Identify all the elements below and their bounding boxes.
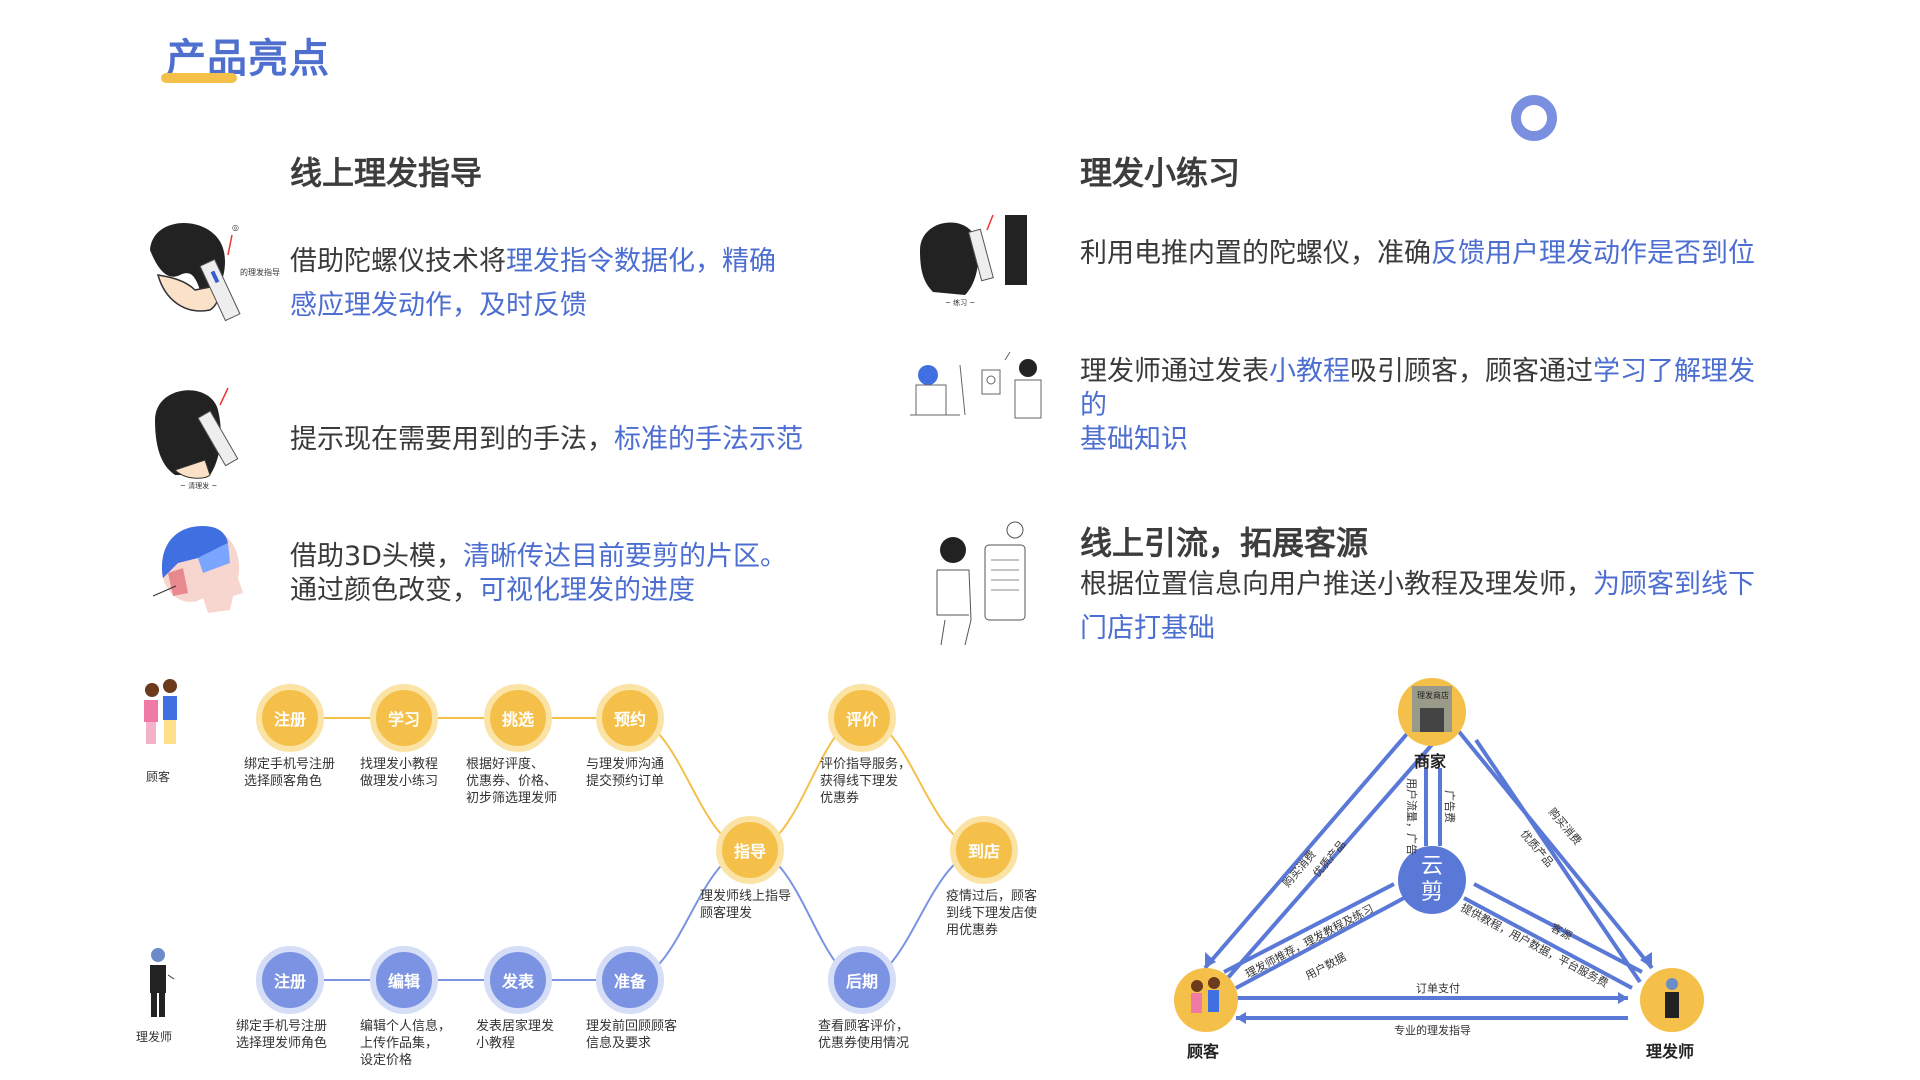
flow-node-register-customer: 注册: [256, 684, 324, 752]
feature-3d-highlight-2: 可视化理发的进度: [479, 575, 695, 606]
traffic-pre: 根据位置信息向用户推送小教程及理发师，: [1080, 569, 1593, 600]
flow-desc-learn: 找理发小教程 做理发小练习: [360, 757, 439, 789]
edge-label-cm-b: 广告费: [1443, 790, 1456, 823]
flow-node-edit: 编辑: [370, 946, 438, 1014]
customer-role-icon: [144, 679, 177, 744]
feature-technique-text: 提示现在需要用到的手法，标准的手法示范: [290, 418, 803, 462]
flow-desc-visit: 疫情过后，顾客 到线下理发店使 用优惠券: [946, 889, 1038, 938]
tutorial-attract-text: 理发师通过发表小教程吸引顾客，顾客通过学习了解理发 的 基础知识: [1080, 355, 1755, 457]
flow-desc-publish: 发表居家理发 小教程: [476, 1019, 555, 1051]
tutorial-pre: 理发师通过发表: [1080, 356, 1269, 387]
edge-label-mb-out: 购买消费: [1546, 805, 1585, 848]
practice-feedback-text: 利用电推内置的陀螺仪，准确反馈用户理发动作是否到位: [1080, 232, 1755, 276]
flow-desc-review: 评价指导服务， 获得线下理发 优惠券: [820, 757, 912, 806]
flow-desc-register-customer: 绑定手机号注册 选择顾客角色: [244, 757, 336, 789]
flow-desc-edit: 编辑个人信息， 上传作品集， 设定价格: [360, 1019, 452, 1068]
edge-label-cb-b: 客源: [1549, 920, 1575, 943]
flow-node-guide: 指导: [716, 816, 784, 884]
feature-gyro-pre: 借助陀螺仪技术将: [290, 246, 506, 277]
flow-node-choose: 挑选: [484, 684, 552, 752]
flow-desc-book: 与理发师沟通 提交预约订单: [586, 757, 665, 789]
edge-label-cc-b: 用户数据: [1303, 950, 1348, 983]
feature-technique-highlight: 标准的手法示范: [614, 424, 803, 455]
phone-user-illustration-icon: [936, 521, 1026, 646]
flow-desc-guide: 理发师线上指导 顾客理发: [700, 889, 792, 921]
flow-desc-prepare: 理发前回顾顾客 信息及要求: [586, 1019, 678, 1051]
tutorial-line-2: 的: [1080, 390, 1107, 421]
barber-role-icon: [150, 948, 175, 1017]
flow-desc-register-barber: 绑定手机号注册 选择理发师角色: [236, 1019, 328, 1051]
practice-feedback-highlight: 反馈用户理发动作是否到位: [1431, 238, 1755, 269]
feature-technique-pre: 提示现在需要用到的手法，: [290, 424, 614, 455]
title-underline: [161, 73, 237, 83]
feature-3d-head-text: 借助3D头模，清晰传达目前要剪的片区。 通过颜色改变，可视化理发的进度: [290, 540, 787, 608]
flow-node-book: 预约: [596, 684, 664, 752]
flow-node-followup: 后期: [828, 946, 896, 1014]
ring-decoration-icon: [1511, 95, 1557, 141]
tutorial-mid: 吸引顾客，顾客通过: [1350, 356, 1593, 387]
feature-3d-pre-2: 通过颜色改变，: [290, 575, 479, 606]
traffic-heading: 线上引流，拓展客源: [1080, 524, 1369, 562]
svg-text:理发练习: 理发练习: [1028, 240, 1036, 264]
customer-label: 顾客: [1187, 1042, 1220, 1061]
edge-label-cb2-a: 订单支付: [1416, 982, 1460, 995]
flow-node-review: 评价: [828, 684, 896, 752]
svg-text:~ 练习 ~: ~ 练习 ~: [945, 298, 975, 307]
flow-node-register-barber: 注册: [256, 946, 324, 1014]
barber-label: 理发师: [1646, 1042, 1695, 1061]
flow-node-learn: 学习: [370, 684, 438, 752]
feature-gyro-highlight: 理发指令数据化，精确: [506, 246, 776, 277]
traffic-highlight: 为顾客到线下: [1593, 569, 1755, 600]
feature-gyro-text: 借助陀螺仪技术将理发指令数据化，精确 感应理发动作，及时反馈: [290, 240, 776, 328]
practice-trimmer-illustration-icon: 理发练习 ~ 练习 ~: [920, 214, 1036, 307]
flow-node-prepare: 准备: [596, 946, 664, 1014]
feature-3d-pre: 借助3D头模，: [290, 541, 463, 572]
tutorial-people-illustration-icon: [910, 351, 1042, 419]
back-head-trimmer-illustration-icon: ~ 清理发 ~: [155, 387, 239, 490]
svg-text:~ 清理发 ~: ~ 清理发 ~: [180, 481, 217, 490]
flow-desc-followup: 查看顾客评价， 优惠券使用情况: [818, 1019, 910, 1051]
merchant-label: 商家: [1414, 752, 1447, 771]
feature-3d-highlight: 清晰传达目前要剪的片区。: [462, 541, 787, 572]
tutorial-highlight-2: 学习了解理发: [1593, 356, 1755, 387]
practice-feedback-pre: 利用电推内置的陀螺仪，准确: [1080, 238, 1431, 269]
feature-gyro-highlight-2: 感应理发动作，及时反馈: [290, 290, 587, 321]
traffic-text: 根据位置信息向用户推送小教程及理发师，为顾客到线下 门店打基础: [1080, 563, 1755, 651]
3d-head-model-illustration-icon: [152, 526, 243, 613]
tutorial-line-3: 基础知识: [1080, 424, 1188, 455]
svg-text:的理发指导: 的理发指导: [240, 267, 280, 277]
practice-heading: 理发小练习: [1080, 154, 1241, 192]
svg-text:◎: ◎: [232, 223, 239, 232]
flow-node-visit: 到店: [950, 816, 1018, 884]
barber-role-label: 理发师: [136, 1030, 173, 1044]
merchant-sign-text: 理发商店: [1417, 690, 1449, 700]
edge-label-cm-a: 用户流量，广告: [1405, 778, 1419, 855]
online-guidance-heading: 线上理发指导: [290, 154, 483, 192]
center-cloud-cut-label: 云剪: [1420, 854, 1443, 905]
traffic-highlight-2: 门店打基础: [1080, 613, 1215, 644]
edge-label-cb2-b: 专业的理发指导: [1394, 1023, 1471, 1037]
tutorial-highlight-1: 小教程: [1269, 356, 1350, 387]
head-trimmer-illustration-icon: 的理发指导 ◎: [150, 223, 280, 322]
flow-node-publish: 发表: [484, 946, 552, 1014]
customer-role-label: 顾客: [146, 770, 171, 784]
flow-desc-choose: 根据好评度、 优惠券、价格、 初步筛选理发师: [466, 757, 558, 806]
